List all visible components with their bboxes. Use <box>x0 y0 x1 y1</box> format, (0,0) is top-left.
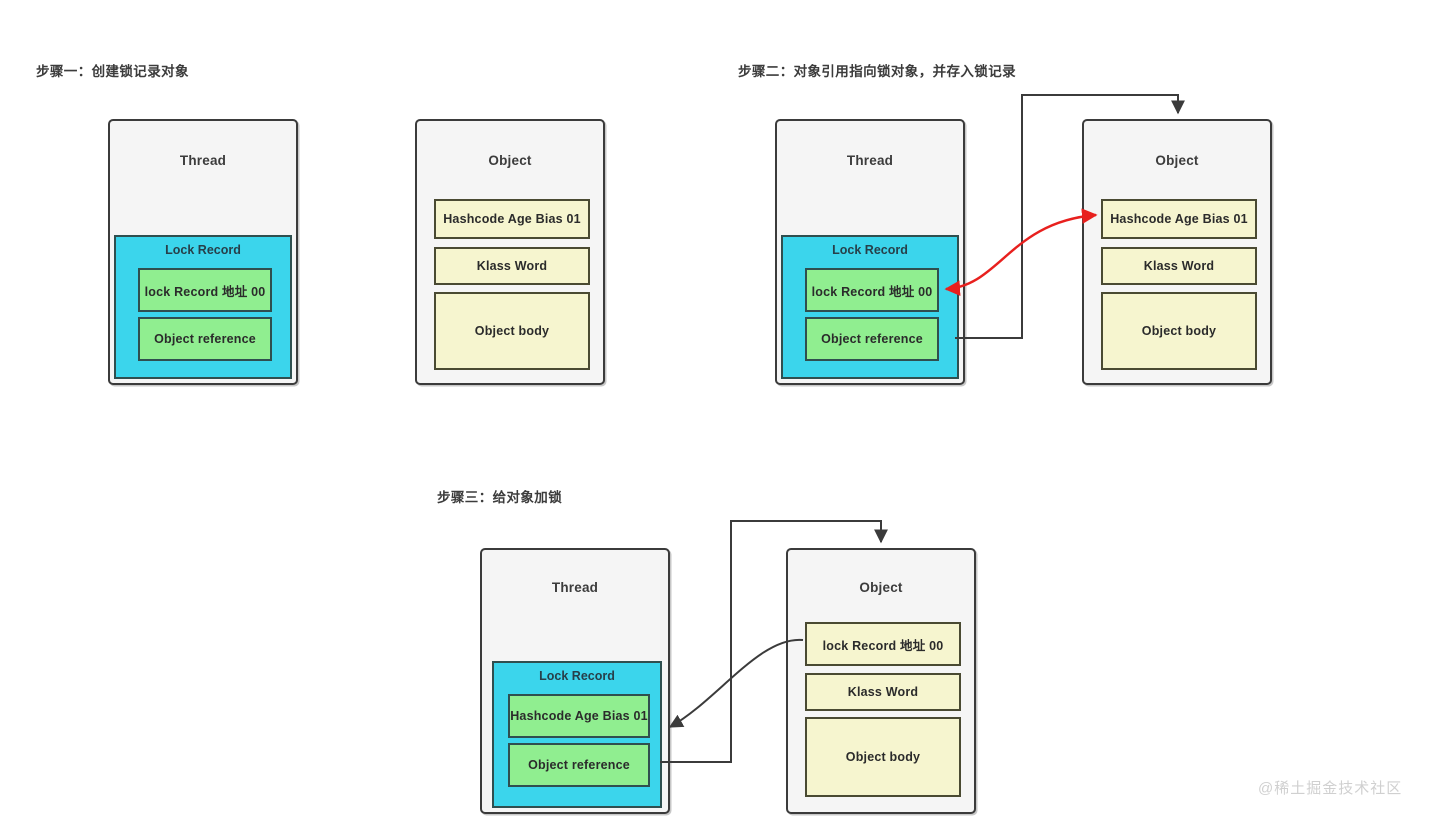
step-two-markword-swap-arrow <box>944 208 1098 296</box>
step-two-lock-record-slot-1: Object reference <box>805 317 939 361</box>
lock-record-title: Lock Record <box>165 243 241 257</box>
object-panel-title: Object <box>859 580 903 595</box>
step-one-lock-record-slot-0: lock Record 地址 00 <box>138 268 272 312</box>
thread-panel-title: Thread <box>179 153 227 168</box>
lock-record-title: Lock Record <box>832 243 908 257</box>
step-one-object-slot-1: Klass Word <box>434 247 590 285</box>
watermark: @稀土掘金技术社区 <box>1258 780 1403 797</box>
step-two-title: 步骤二：对象引用指向锁对象，并存入锁记录 <box>738 64 1016 79</box>
lock-record-title: Lock Record <box>539 669 615 683</box>
step-three-thread-panel: Thread Lock Record Hashcode Age Bias 01 … <box>480 548 670 814</box>
step-one-thread-panel: Thread Lock Record lock Record 地址 00 Obj… <box>108 119 298 385</box>
step-two-thread-panel: Thread Lock Record lock Record 地址 00 Obj… <box>775 119 965 385</box>
step-three-lock-record-slot-0: Hashcode Age Bias 01 <box>508 694 650 738</box>
object-panel-title: Object <box>488 153 532 168</box>
step-three-object-slot-0: lock Record 地址 00 <box>805 622 961 666</box>
step-two-object-panel: Object Hashcode Age Bias 01 Klass Word O… <box>1082 119 1272 385</box>
step-two-lock-record-slot-0: lock Record 地址 00 <box>805 268 939 312</box>
step-two-object-slot-2: Object body <box>1101 292 1257 370</box>
object-panel-title: Object <box>1155 153 1199 168</box>
step-three-object-panel: Object lock Record 地址 00 Klass Word Obje… <box>786 548 976 814</box>
thread-panel-title: Thread <box>846 153 894 168</box>
step-three-lock-record-address-arrow <box>668 638 804 728</box>
thread-panel-title: Thread <box>551 580 599 595</box>
step-two-lock-record: Lock Record lock Record 地址 00 Object ref… <box>781 235 959 379</box>
step-two-object-slot-1: Klass Word <box>1101 247 1257 285</box>
step-three-object-slot-1: Klass Word <box>805 673 961 711</box>
step-two-object-slot-0: Hashcode Age Bias 01 <box>1101 199 1257 239</box>
step-one-object-panel: Object Hashcode Age Bias 01 Klass Word O… <box>415 119 605 385</box>
step-three-title: 步骤三：给对象加锁 <box>437 490 563 505</box>
step-one-lock-record: Lock Record lock Record 地址 00 Object ref… <box>114 235 292 379</box>
step-three-lock-record: Lock Record Hashcode Age Bias 01 Object … <box>492 661 662 808</box>
step-three-object-slot-2: Object body <box>805 717 961 797</box>
step-three-lock-record-slot-1: Object reference <box>508 743 650 787</box>
step-one-object-slot-2: Object body <box>434 292 590 370</box>
step-one-object-slot-0: Hashcode Age Bias 01 <box>434 199 590 239</box>
step-one-lock-record-slot-1: Object reference <box>138 317 272 361</box>
step-one-title: 步骤一：创建锁记录对象 <box>36 64 189 79</box>
